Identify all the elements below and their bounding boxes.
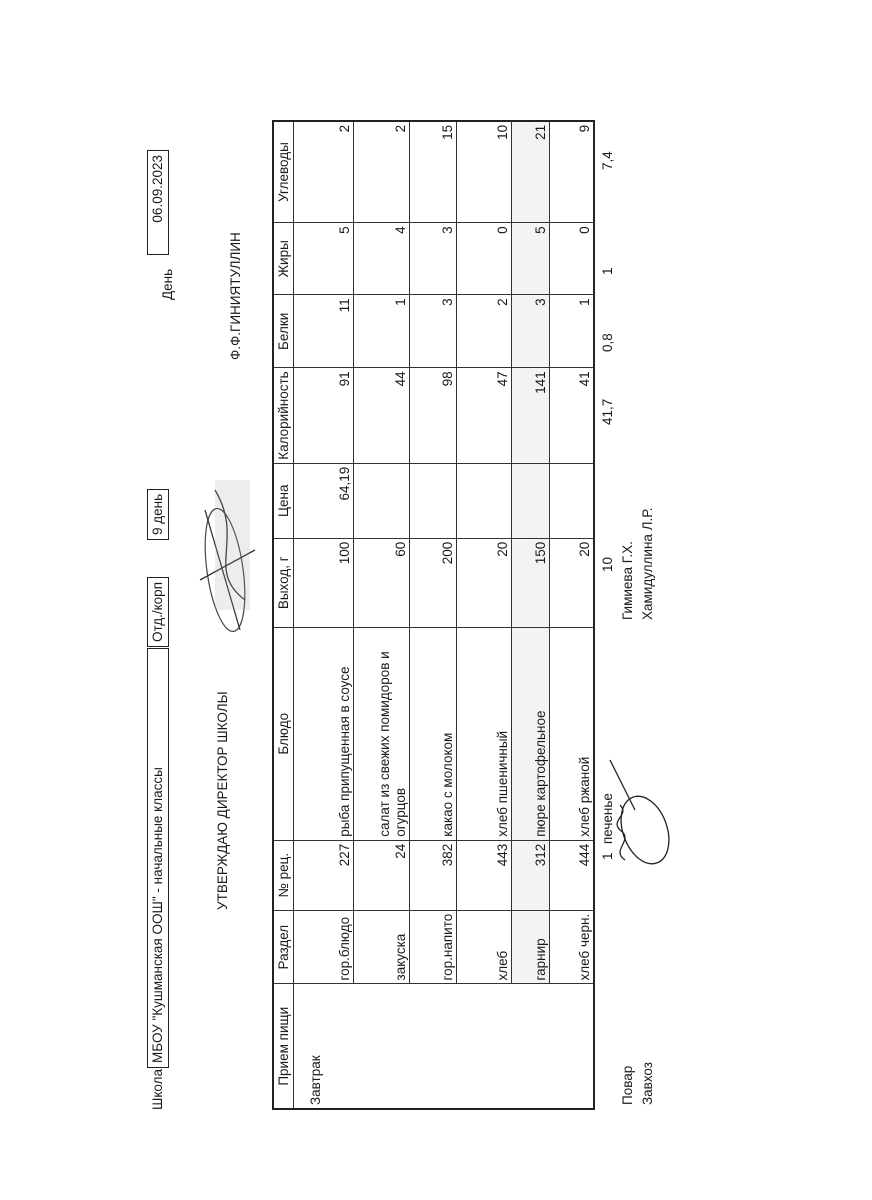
cell-kcal: 141: [511, 367, 550, 464]
menu-table: Прием пищи Раздел № рец. Блюдо Выход, г …: [272, 119, 595, 1110]
cell-protein: 11: [293, 294, 354, 368]
cell-fat: 5: [293, 222, 354, 295]
director-signature-stamp: [199, 480, 256, 633]
cell-price: [511, 463, 550, 539]
storekeeper-label: Завхоз: [640, 1062, 655, 1105]
col-meal: Прием пищи: [273, 984, 294, 1109]
day-number: 9 день: [147, 488, 169, 540]
cell-fat: 4: [353, 222, 410, 295]
cook-name: Гимиева Г.Х.: [620, 541, 635, 620]
cell-yield: 150: [511, 538, 550, 628]
cell-recipe: 227: [293, 840, 354, 911]
cell-dish: хлеб ржаной: [549, 627, 594, 841]
cell-fat: 0: [456, 222, 512, 295]
approve-text: УТВЕРЖДАЮ ДИРЕКТОР ШКОЛЫ: [215, 691, 230, 910]
meal-cell: Завтрак: [293, 984, 594, 1109]
school-label: Школа: [150, 1068, 165, 1110]
cell-price: 64,19: [293, 463, 354, 539]
cell-recipe: 444: [549, 840, 594, 911]
cell-recipe: 443: [456, 840, 512, 911]
cell-section: гарнир: [511, 910, 550, 984]
cell-recipe: 382: [409, 840, 457, 911]
cell-protein: 2: [456, 294, 512, 368]
cook-signature: [609, 759, 670, 865]
cell-recipe: 24: [353, 840, 410, 911]
col-recipe: № рец.: [273, 840, 294, 911]
extra-kcal: 41,7: [600, 398, 615, 425]
col-protein: Белки: [273, 294, 294, 368]
cell-dish: хлеб пшеничный: [456, 627, 512, 841]
cell-fat: 5: [511, 222, 550, 295]
cell-kcal: 47: [456, 367, 512, 464]
cell-fat: 3: [409, 222, 457, 295]
storekeeper-name: Хамидуллина Л.Р.: [640, 507, 655, 621]
cell-yield: 20: [456, 538, 512, 628]
cell-kcal: 44: [353, 367, 410, 464]
extra-fat: 1: [600, 267, 615, 275]
cell-carbs: 10: [456, 120, 512, 223]
col-kcal: Калорийность: [273, 367, 294, 464]
cell-dish: рыба припущенная в соусе: [293, 627, 354, 841]
col-dish: Блюдо: [273, 627, 294, 841]
cook-label: Повар: [620, 1065, 635, 1105]
cell-recipe: 312: [511, 840, 550, 911]
cell-price: [409, 463, 457, 539]
cell-dish: какао с молоком: [409, 627, 457, 841]
cell-dish: пюре картофельное: [511, 627, 550, 841]
cell-yield: 100: [293, 538, 354, 628]
cell-carbs: 2: [293, 120, 354, 223]
cell-yield: 20: [549, 538, 594, 628]
cell-protein: 3: [409, 294, 457, 368]
cell-section: закуска: [353, 910, 410, 984]
date: 06.09.2023: [147, 150, 169, 255]
cell-protein: 1: [353, 294, 410, 368]
extra-yield: 10: [600, 556, 615, 572]
dept-label: Отд./корп: [147, 577, 169, 647]
cell-carbs: 2: [353, 120, 410, 223]
cell-yield: 200: [409, 538, 457, 628]
col-fat: Жиры: [273, 222, 294, 295]
day-label: День: [160, 268, 175, 300]
cell-section: хлеб черн.: [549, 910, 594, 984]
cell-section: гор.блюдо: [293, 910, 354, 984]
director-name: Ф.Ф.ГИНИЯТУЛЛИН: [228, 232, 243, 360]
cell-protein: 3: [511, 294, 550, 368]
col-yield: Выход, г: [273, 538, 294, 628]
cell-price: [549, 463, 594, 539]
col-carbs: Углеводы: [273, 120, 294, 223]
cell-kcal: 98: [409, 367, 457, 464]
cell-fat: 0: [549, 222, 594, 295]
cell-dish: салат из свежих помидоров и огурцов: [353, 627, 410, 841]
cell-section: хлеб: [456, 910, 512, 984]
extra-carbs: 7,4: [600, 151, 615, 170]
school-name: МБОУ "Кушманская ООШ" - начальные классы: [147, 648, 169, 1068]
cell-kcal: 41: [549, 367, 594, 464]
cell-carbs: 21: [511, 120, 550, 223]
cell-yield: 60: [353, 538, 410, 628]
cell-section: гор.напито: [409, 910, 457, 984]
cell-carbs: 9: [549, 120, 594, 223]
cell-price: [353, 463, 410, 539]
cell-price: [456, 463, 512, 539]
cell-protein: 1: [549, 294, 594, 368]
col-section: Раздел: [273, 910, 294, 984]
cell-carbs: 15: [409, 120, 457, 223]
cell-kcal: 91: [293, 367, 354, 464]
extra-protein: 0,8: [600, 333, 615, 352]
col-price: Цена: [273, 463, 294, 539]
